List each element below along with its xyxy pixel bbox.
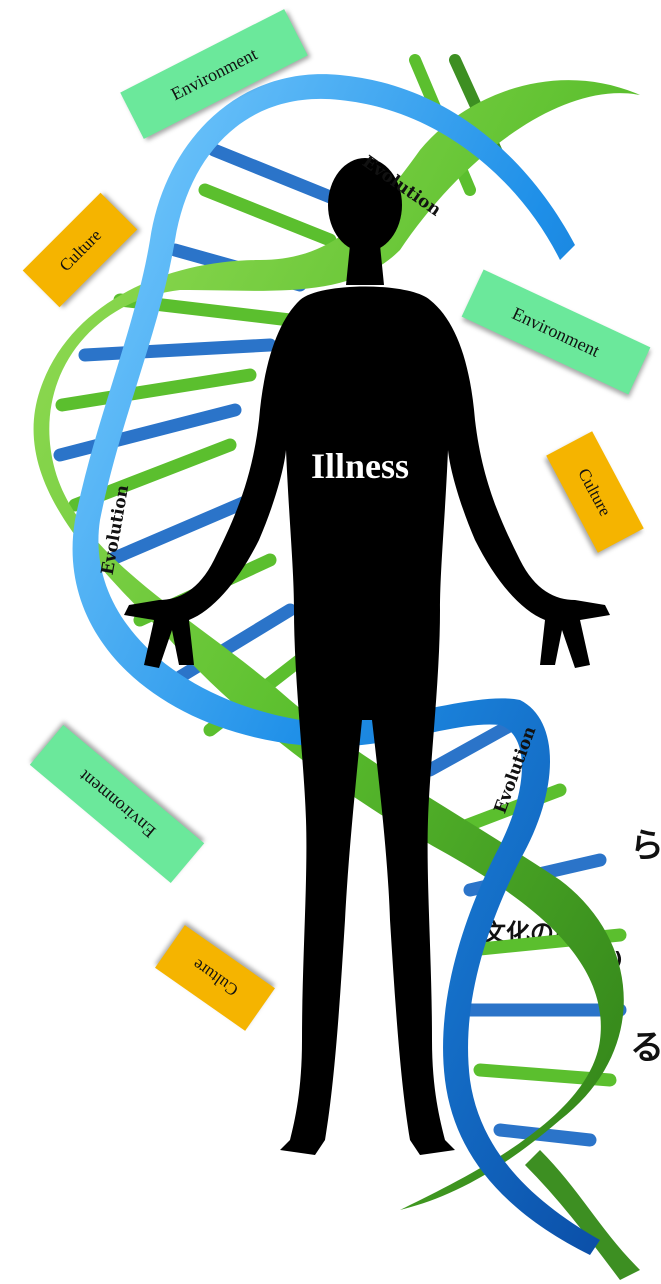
illness-label: Illness <box>311 445 409 487</box>
